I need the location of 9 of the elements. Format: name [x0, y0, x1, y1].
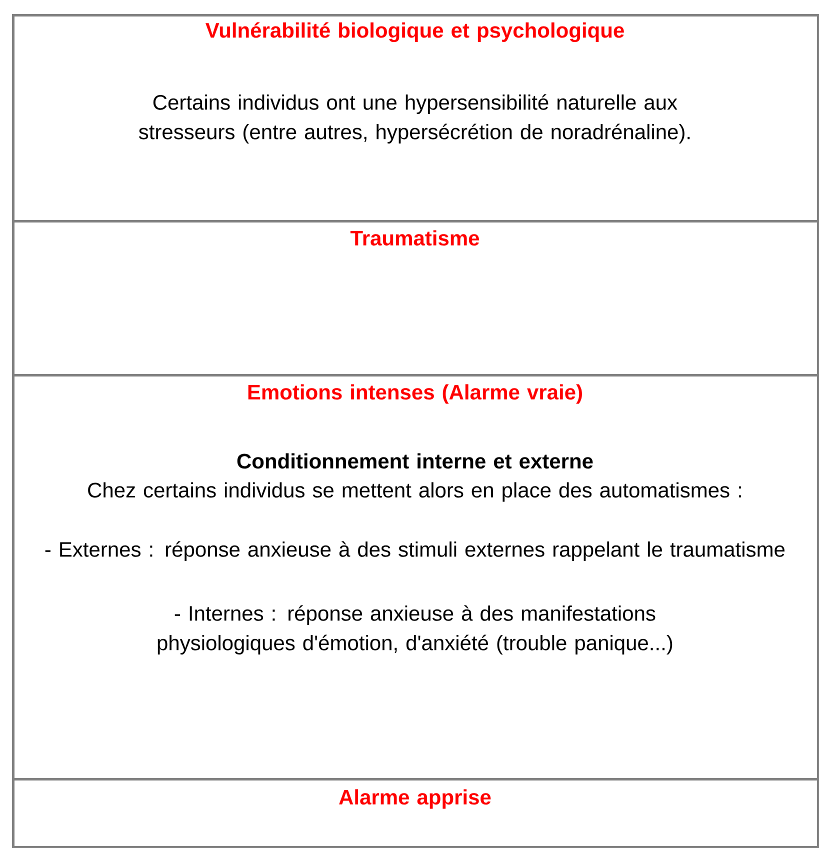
body-text: - Internes : réponse anxieuse à des manifestations physiologiques d'émotion, d'anxiété (trouble panique...) [158, 605, 672, 655]
subheading: Conditionnement interne et externe [237, 453, 593, 469]
body-text: - Externes : réponse anxieuse à des stimuli externes rappelant le traumatisme [45, 541, 785, 562]
row-heading: Traumatisme [350, 230, 480, 246]
body-text: Chez certains individus se mettent alors en place des automatismes : [88, 482, 741, 502]
row-heading: Vulnérabilité biologique et psychologique [206, 22, 624, 42]
row-heading: Alarme apprise [339, 789, 491, 809]
row-heading: Emotions intenses (Alarme vraie) [248, 384, 582, 404]
body-text: Certains individus ont une hypersensibilité naturelle aux stresseurs (entre autres, hypersécrétion de noradrénaline). [138, 94, 690, 144]
